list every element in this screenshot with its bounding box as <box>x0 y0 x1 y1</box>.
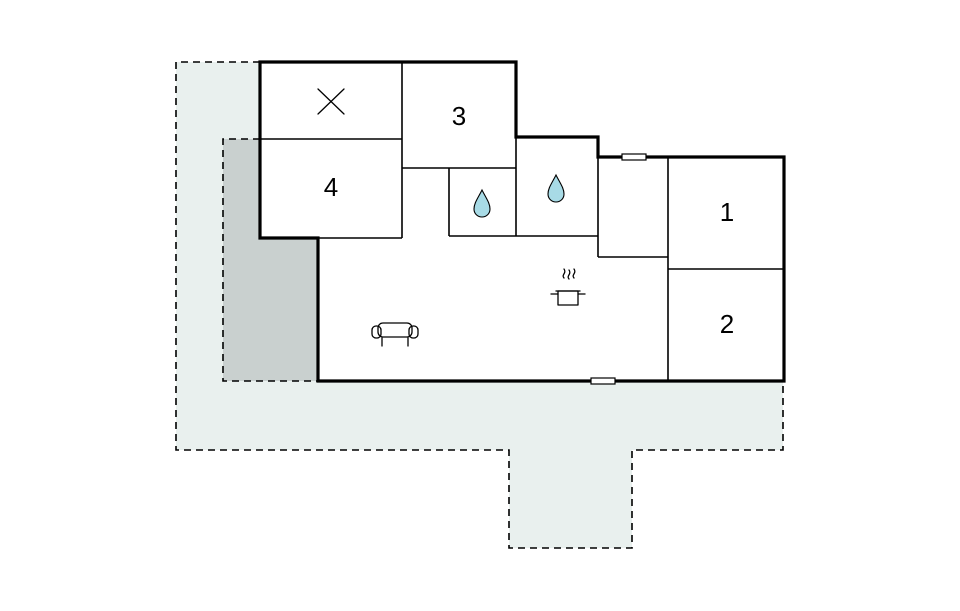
terrace-outline <box>175 61 784 549</box>
room-number-4: 4 <box>324 172 338 202</box>
terrace-area <box>176 62 783 548</box>
terrace-boundaries <box>175 61 784 549</box>
room-number-1: 1 <box>720 197 734 227</box>
x-cross-icon <box>317 88 345 115</box>
room-labels: 3 4 1 2 <box>324 101 734 339</box>
window-icon <box>590 377 616 385</box>
water-drop-icon <box>547 173 565 203</box>
room-number-3: 3 <box>452 101 466 131</box>
covered-terrace-outline <box>222 138 318 382</box>
sofa-icon <box>371 322 419 347</box>
house-interior <box>260 62 784 381</box>
cooking-pot-icon <box>550 268 586 306</box>
window-icon <box>621 153 647 161</box>
water-drop-icon <box>473 188 491 218</box>
exterior-walls <box>258 60 786 383</box>
interior-walls <box>260 62 784 381</box>
room-number-2: 2 <box>720 309 734 339</box>
